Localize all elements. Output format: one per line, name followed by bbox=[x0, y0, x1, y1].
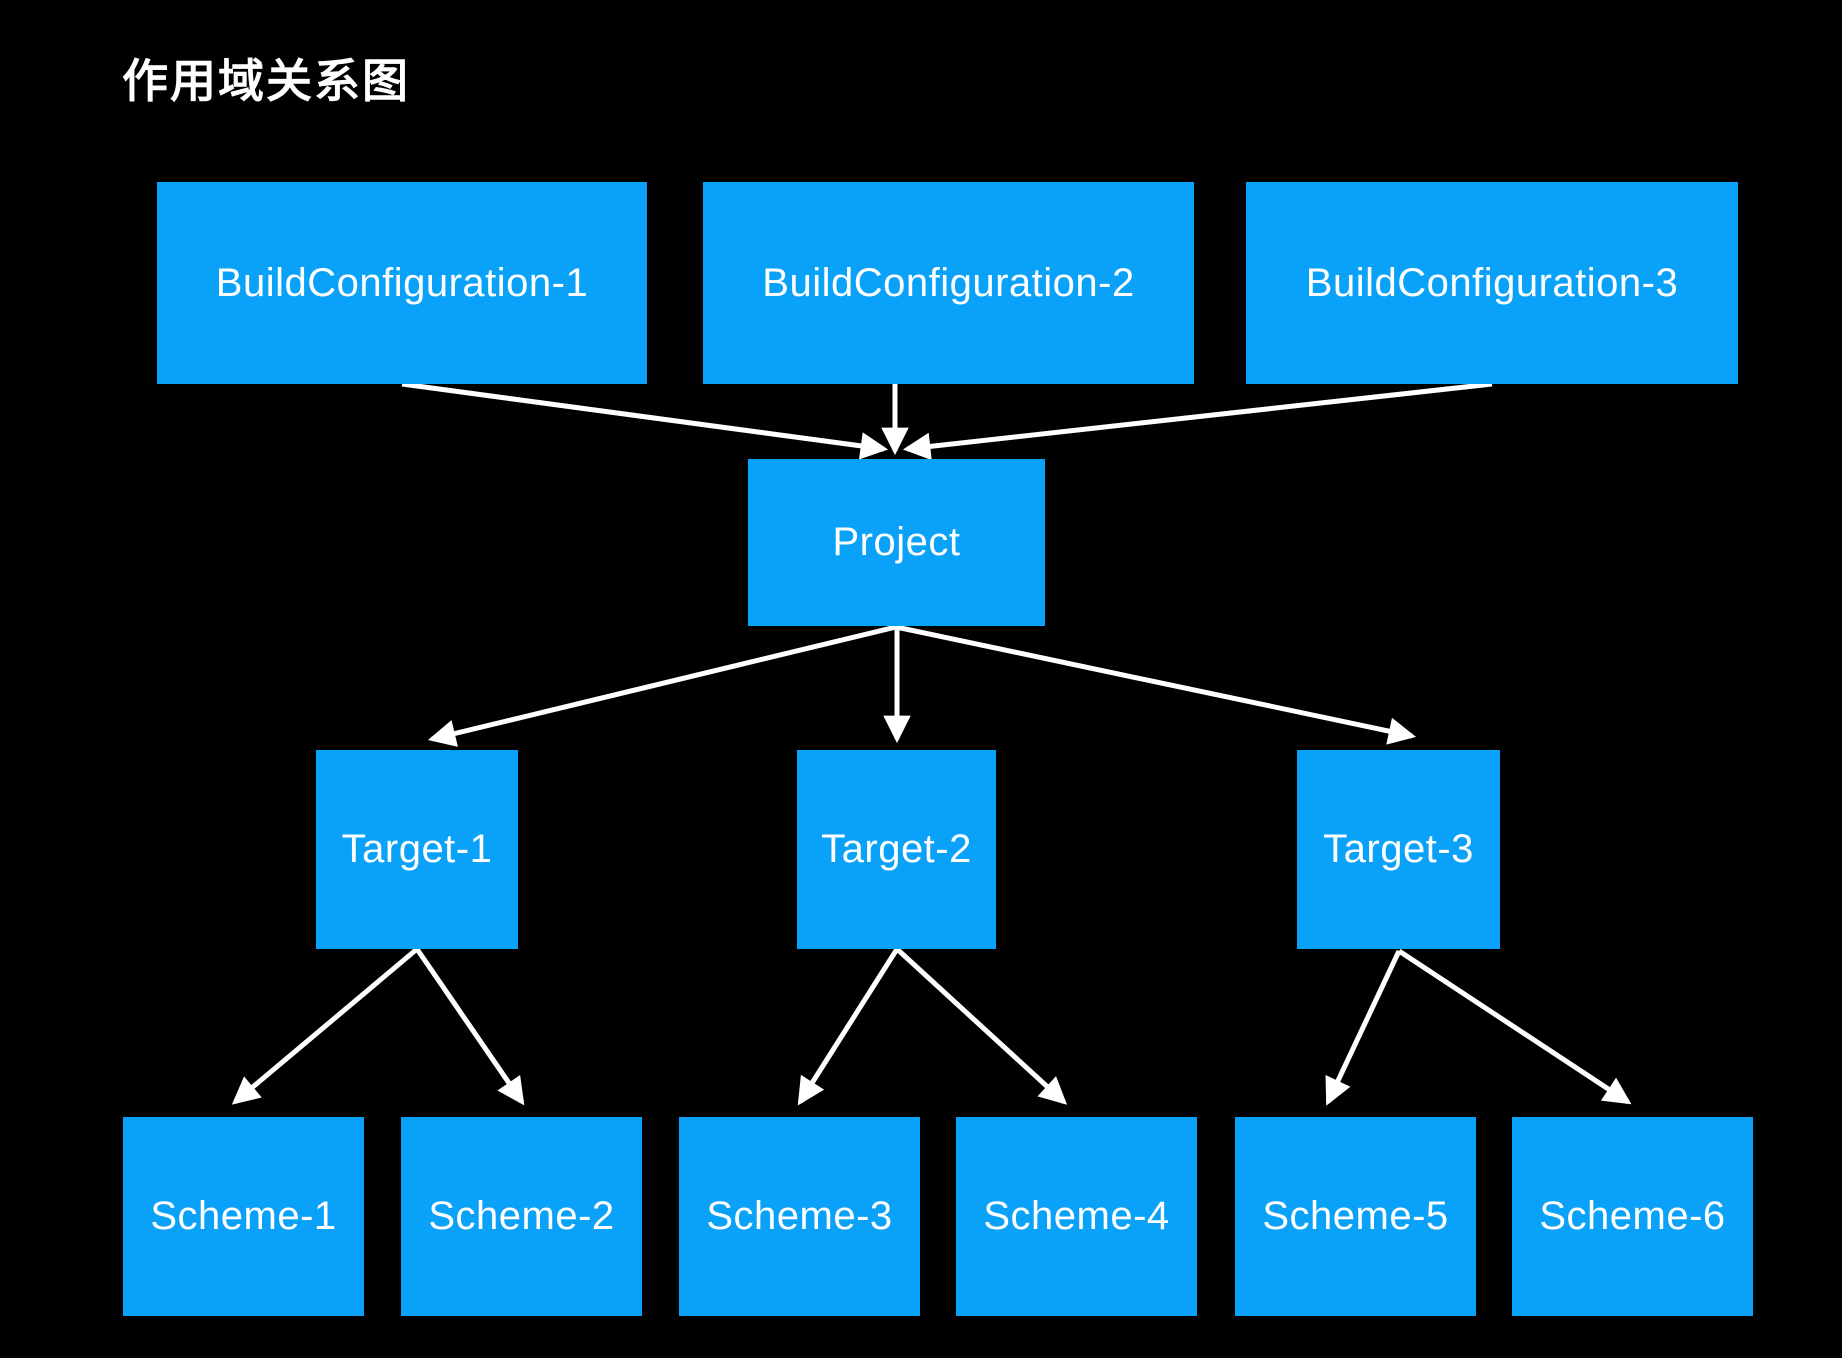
node-scheme-6: Scheme-6 bbox=[1512, 1117, 1753, 1316]
node-label: BuildConfiguration-1 bbox=[215, 260, 589, 305]
node-scheme-4: Scheme-4 bbox=[956, 1117, 1197, 1316]
edge-buildconfiguration-3-to-project bbox=[902, 381, 1493, 461]
node-target-2: Target-2 bbox=[797, 750, 996, 949]
edge-target-1-to-scheme-2 bbox=[414, 947, 525, 1106]
node-label: BuildConfiguration-3 bbox=[1305, 260, 1679, 305]
node-label: Project bbox=[832, 520, 961, 564]
edge-project-to-target-3 bbox=[895, 624, 1417, 745]
node-label: Target-1 bbox=[341, 827, 493, 871]
node-scheme-3: Scheme-3 bbox=[679, 1117, 920, 1316]
node-label: BuildConfiguration-2 bbox=[762, 260, 1135, 305]
edge-target-1-to-scheme-1 bbox=[231, 947, 419, 1105]
node-scheme-5: Scheme-5 bbox=[1235, 1117, 1476, 1316]
node-target-1: Target-1 bbox=[316, 750, 518, 949]
node-build-configuration-2: BuildConfiguration-2 bbox=[703, 182, 1194, 384]
node-label: Target-3 bbox=[1323, 827, 1474, 871]
node-label: Scheme-1 bbox=[150, 1194, 337, 1238]
node-scheme-1: Scheme-1 bbox=[123, 1117, 364, 1316]
node-label: Scheme-4 bbox=[983, 1194, 1170, 1238]
node-scheme-2: Scheme-2 bbox=[401, 1117, 642, 1316]
edge-target-3-to-scheme-5 bbox=[1325, 949, 1402, 1106]
node-label: Scheme-2 bbox=[428, 1194, 615, 1238]
node-label: Scheme-6 bbox=[1539, 1194, 1726, 1238]
edge-project-to-target-1 bbox=[427, 624, 897, 747]
edge-target-2-to-scheme-3 bbox=[797, 947, 900, 1106]
node-project: Project bbox=[748, 459, 1045, 626]
node-build-configuration-3: BuildConfiguration-3 bbox=[1246, 182, 1738, 384]
node-label: Target-2 bbox=[821, 827, 972, 871]
node-label: Scheme-3 bbox=[706, 1194, 893, 1238]
node-build-configuration-1: BuildConfiguration-1 bbox=[157, 182, 647, 384]
diagram-title: 作用域关系图 bbox=[122, 55, 410, 107]
edge-target-2-to-scheme-4 bbox=[895, 947, 1068, 1105]
edge-buildconfiguration-1-to-project bbox=[401, 381, 889, 460]
node-target-3: Target-3 bbox=[1297, 750, 1500, 949]
node-label: Scheme-5 bbox=[1262, 1194, 1449, 1238]
edge-target-3-to-scheme-6 bbox=[1397, 948, 1632, 1105]
